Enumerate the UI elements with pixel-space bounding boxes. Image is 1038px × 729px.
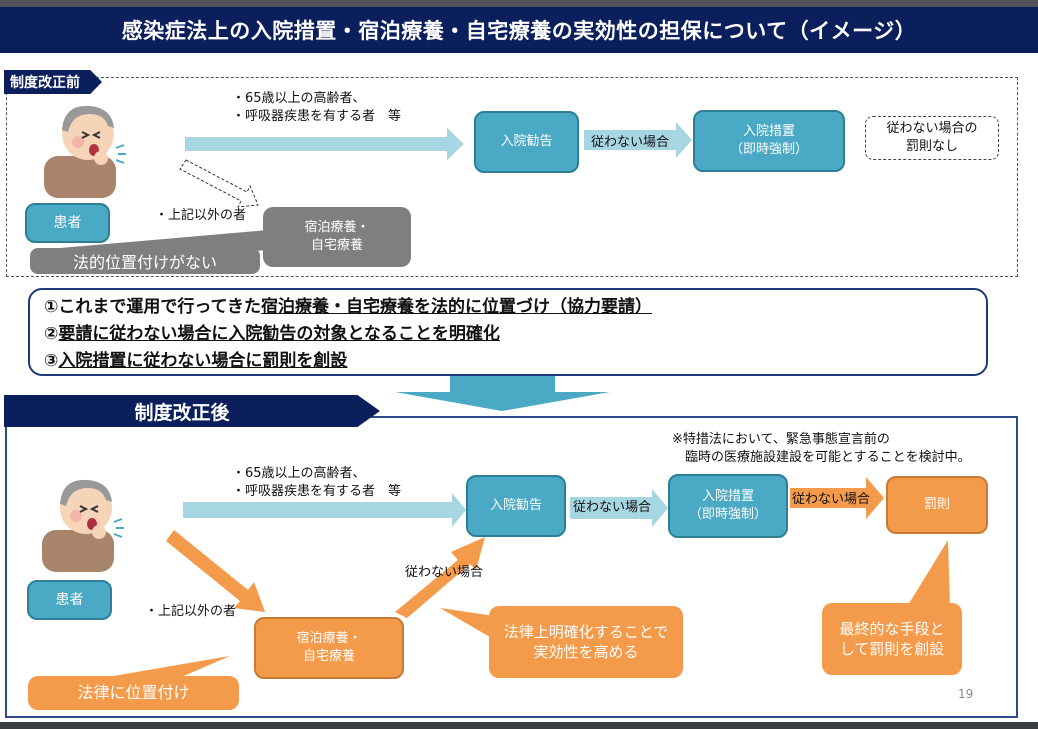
- lodging-after-line-1: 宿泊療養・: [296, 631, 362, 647]
- lodging-home-care-before: 宿泊療養・ 自宅療養: [263, 207, 411, 267]
- hospitalization-measure-before: 入院措置 （即時強制）: [693, 110, 845, 172]
- bottom-window-bar: [0, 722, 1038, 729]
- penalty-box: 罰則: [886, 476, 988, 534]
- high-risk-criteria-before-1: ・65歳以上の高齢者、: [232, 91, 366, 106]
- before-reform-frame: [6, 77, 1018, 277]
- after-arrow-to-recommendation: [183, 493, 466, 527]
- noncompliance-label-after-2: 従わない場合: [792, 492, 871, 507]
- other-persons-after: ・上記以外の者: [145, 604, 237, 619]
- after-reform-frame: [5, 416, 1018, 718]
- page-number: 19: [958, 687, 974, 701]
- other-persons-before: ・上記以外の者: [155, 208, 247, 223]
- after-arrow-noncompliance-1: [570, 489, 668, 527]
- legal-status-callout: 法律に位置付け: [28, 676, 239, 710]
- noncompliance-label-after-3: 従わない場合: [405, 565, 484, 580]
- summary-item-1-prefix: ①これまで運用で行ってきた: [44, 297, 262, 317]
- last-resort-callout: 最終的な手段と して罰則を創設: [822, 603, 962, 675]
- summary-item-1-emphasis: 宿泊療養・自宅療養を法的に位置づけ（協力要請）: [261, 297, 653, 317]
- no-penalty-line-1: 従わない場合の: [886, 120, 978, 136]
- effectiveness-line-1: 法律上明確化することで: [503, 622, 669, 641]
- last-resort-line-2: して罰則を創設: [839, 640, 945, 658]
- summary-item-2-prefix: ②: [44, 324, 59, 344]
- noncompliance-label-before: 従わない場合: [591, 135, 670, 150]
- reform-summary-box: ①これまで運用で行ってきた宿泊療養・自宅療養を法的に位置づけ（協力要請） ②要請…: [28, 288, 988, 376]
- summary-item-2-emphasis: 要請に従わない場合に入院勧告の対象となることを明確化: [58, 324, 500, 344]
- special-measures-note-1: ※特措法において、緊急事態宣言前の: [672, 432, 890, 447]
- patient-label-after: 患者: [27, 580, 112, 620]
- summary-item-3-emphasis: 入院措置に従わない場合に罰則を創設: [58, 351, 348, 371]
- coughing-patient-icon: [44, 105, 126, 198]
- hospitalization-recommendation-before: 入院勧告: [474, 111, 579, 173]
- high-risk-criteria-after-1: ・65歳以上の高齢者、: [232, 466, 366, 481]
- no-penalty-note: 従わない場合の 罰則なし: [865, 116, 999, 160]
- special-measures-note-2: 臨時の医療施設建設を可能とすることを検討中。: [672, 450, 971, 465]
- noncompliance-label-after-1: 従わない場合: [573, 500, 652, 515]
- after-arrow-to-recommendation: [395, 537, 485, 618]
- measure-after-line-2: （即時強制）: [688, 507, 767, 522]
- no-penalty-line-2: 罰則なし: [905, 139, 958, 154]
- after-arrow-noncompliance-2: [790, 477, 884, 519]
- summary-item-2: ②要請に従わない場合に入院勧告の対象となることを明確化: [44, 321, 972, 348]
- lodging-home-care-after: 宿泊療養・ 自宅療養: [254, 617, 404, 679]
- summary-item-3: ③入院措置に従わない場合に罰則を創設: [44, 348, 972, 375]
- before-reform-tag: 制度改正前: [4, 70, 102, 94]
- measure-line-2: （即時強制）: [729, 142, 808, 157]
- lodging-after-line-2: 自宅療養: [302, 649, 355, 664]
- lodging-line-1: 宿泊療養・: [304, 220, 370, 236]
- before-arrow-noncompliance: [584, 122, 692, 158]
- measure-after-line-1: 入院措置: [701, 489, 754, 505]
- after-reform-tag: 制度改正後: [4, 395, 380, 427]
- transition-down-arrow: [395, 376, 610, 411]
- effectiveness-line-2: 実効性を高める: [533, 643, 639, 661]
- high-risk-criteria-before-2: ・呼吸器疾患を有する者 等: [232, 109, 402, 124]
- last-resort-line-1: 最終的な手段と: [839, 619, 945, 638]
- coughing-patient-icon: [42, 479, 124, 572]
- high-risk-criteria-after-2: ・呼吸器疾患を有する者 等: [232, 484, 402, 499]
- measure-line-1: 入院措置: [742, 124, 795, 140]
- no-legal-status-callout: 法的位置付けがない: [30, 248, 260, 274]
- hospitalization-recommendation-after: 入院勧告: [466, 475, 566, 537]
- callout-penalty-pointer: [905, 540, 950, 610]
- before-arrow-to-recommendation: [185, 128, 464, 160]
- lodging-line-2: 自宅療養: [310, 238, 363, 253]
- after-arrow-to-lodging: [166, 530, 265, 612]
- top-window-bar: [0, 0, 1038, 7]
- page-title: 感染症法上の入院措置・宿泊療養・自宅療養の実効性の担保について（イメージ）: [0, 7, 1038, 53]
- patient-label-before: 患者: [25, 203, 110, 243]
- effectiveness-callout: 法律上明確化することで 実効性を高める: [489, 606, 683, 678]
- before-dashed-arrow: [179, 159, 259, 208]
- summary-item-3-prefix: ③: [44, 351, 59, 371]
- summary-item-1: ①これまで運用で行ってきた宿泊療養・自宅療養を法的に位置づけ（協力要請）: [44, 294, 972, 321]
- hospitalization-measure-after: 入院措置 （即時強制）: [668, 474, 788, 538]
